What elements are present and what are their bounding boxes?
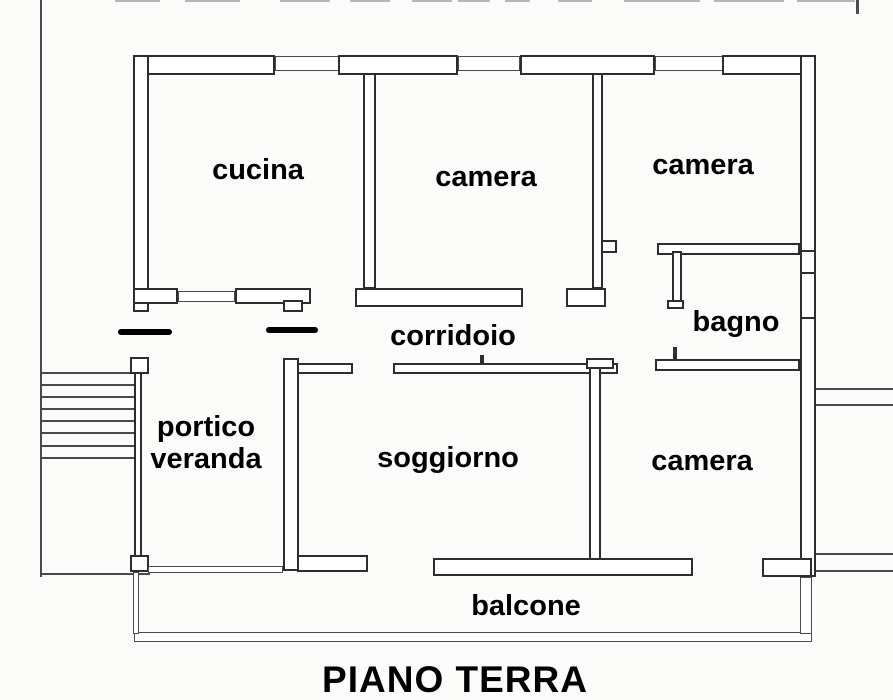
window-top-3 <box>655 56 723 71</box>
wall-cucina-camera-divider <box>363 73 376 289</box>
window-sill-right-3 <box>800 317 816 319</box>
room-label-corridoio: corridoio <box>390 320 516 352</box>
threshold-dash-left <box>118 329 172 335</box>
room-label-bagno: bagno <box>692 306 780 338</box>
door-jamb-camera-top-right <box>601 240 617 253</box>
wall-bagno-top <box>657 243 800 255</box>
portico-pillar-bottom <box>130 555 149 572</box>
room-label-soggiorno: soggiorno <box>377 442 519 474</box>
window-top-1 <box>275 56 340 71</box>
plan-title: PIANO TERRA <box>322 659 588 700</box>
window-sill-right-1 <box>800 250 816 252</box>
window-sill-right-2 <box>800 272 816 274</box>
floorplan-scan: { "plan": { "title": "PIANO TERRA", "roo… <box>40 0 893 698</box>
room-label-portico: portico <box>156 411 256 443</box>
room-label-camera-top-right: camera <box>652 149 754 181</box>
threshold-dash-right <box>266 327 318 333</box>
room-label-camera-top-middle: camera <box>435 161 537 193</box>
room-label-cucina: cucina <box>212 154 304 186</box>
room-label-veranda: veranda <box>150 443 262 475</box>
site-boundary-left-line <box>40 0 42 577</box>
window-cucina-bottom <box>178 291 235 302</box>
door-tick-soggiorno <box>480 355 484 364</box>
portico-open-edge <box>148 566 283 573</box>
window-top-2 <box>458 56 520 71</box>
room-label-camera-bottom-right: camera <box>651 445 753 477</box>
portico-pillar-top <box>130 357 149 374</box>
door-tick-camera-br <box>673 347 677 360</box>
room-label-balcone: balcone <box>471 590 581 622</box>
outer-wall-left <box>133 55 149 312</box>
